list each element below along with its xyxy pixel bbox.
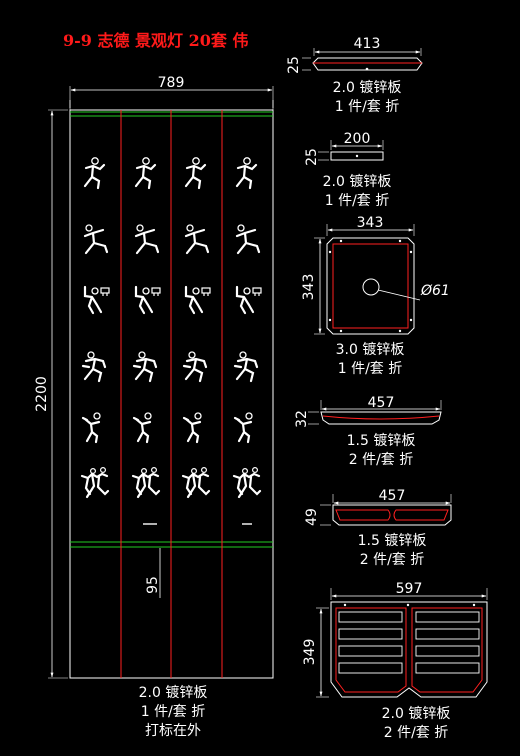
- kick-figure-icon: [235, 223, 261, 255]
- main-material: 2.0 镀锌板: [139, 684, 208, 701]
- strip-outline: [320, 411, 442, 425]
- main-panel: 789 2200 95 2.0 镀锌板 1 件/套 折 打标在外: [34, 75, 274, 739]
- part3-material: 3.0 镀锌板: [336, 341, 405, 358]
- wrestle-figure-icon: [81, 350, 107, 383]
- karate-figure-icon: [81, 411, 102, 444]
- kick-figure-icon: [184, 223, 210, 255]
- main-width-dim: 789: [158, 75, 185, 91]
- part2-width-dim: 200: [344, 131, 371, 147]
- strip-outline: [330, 151, 384, 161]
- small-dim: 95: [145, 576, 161, 594]
- part4-height-dim: 32: [294, 410, 310, 428]
- run-figure-icon: [184, 156, 207, 190]
- louver-slots-right: [415, 611, 480, 674]
- weightlift-figure-icon: [83, 285, 111, 315]
- part3-quantity: 1 件/套 折: [338, 361, 403, 377]
- louver-slots-left: [338, 611, 403, 674]
- wrestle-figure-icon: [233, 350, 259, 383]
- part4-quantity: 2 件/套 折: [349, 452, 414, 468]
- part3-height-dim: 343: [301, 274, 317, 301]
- karate-figure-icon: [233, 411, 254, 444]
- strip-outline: [332, 504, 452, 526]
- part2-height-dim: 25: [304, 148, 320, 166]
- weightlift-figure-icon: [235, 285, 263, 315]
- plate-outline: [326, 237, 415, 335]
- part2-material: 2.0 镀锌板: [323, 173, 392, 190]
- fight-figure-icon: [232, 466, 262, 499]
- weightlift-figure-icon: [184, 285, 212, 315]
- part1-height-dim: 25: [286, 56, 302, 74]
- louver-outline: [330, 601, 488, 698]
- part1-width-dim: 413: [354, 36, 381, 52]
- part-strip-457-b: 457 49 1.5 镀锌板 2 件/套 折: [304, 488, 452, 568]
- karate-figure-icon: [132, 411, 153, 444]
- figure-row-kick: [83, 223, 261, 255]
- wrestle-figure-icon: [182, 350, 208, 383]
- part6-width-dim: 597: [396, 581, 423, 597]
- drawing-title: 9-9 志德 景观灯 20套 伟: [63, 31, 248, 50]
- run-figure-icon: [83, 156, 106, 190]
- main-height-dim: 2200: [34, 376, 50, 412]
- wrestle-figure-icon: [132, 350, 158, 383]
- part6-height-dim: 349: [302, 639, 318, 666]
- hole-dim: Ø61: [420, 283, 450, 299]
- fight-figure-icon: [80, 466, 110, 499]
- plate-cut-line: [332, 243, 409, 329]
- run-figure-icon: [235, 156, 258, 190]
- part-louver-597: 597 349 2.0 镀锌板 2 件/套 折: [302, 581, 488, 741]
- hole-leader-line: [377, 289, 421, 301]
- figure-row-lift: [83, 285, 263, 315]
- part-strip-457-a: 457 32 1.5 镀锌板 2 件/套 折: [294, 395, 442, 468]
- center-hole-icon: [362, 278, 380, 296]
- part2-quantity: 1 件/套 折: [325, 193, 390, 209]
- part-strip-200: 200 25 2.0 镀锌板 1 件/套 折: [304, 131, 391, 209]
- part5-height-dim: 49: [304, 508, 320, 526]
- main-note: 打标在外: [145, 722, 201, 739]
- figure-row-wrestle: [81, 350, 259, 383]
- part4-width-dim: 457: [368, 395, 395, 411]
- kick-figure-icon: [83, 223, 109, 255]
- part3-width-dim: 343: [357, 215, 384, 231]
- part4-material: 1.5 镀锌板: [347, 432, 416, 449]
- part5-quantity: 2 件/套 折: [360, 552, 425, 568]
- part5-width-dim: 457: [379, 488, 406, 504]
- part1-quantity: 1 件/套 折: [335, 99, 400, 115]
- part5-material: 1.5 镀锌板: [358, 532, 427, 549]
- run-figure-icon: [134, 156, 157, 190]
- kick-figure-icon: [134, 223, 160, 255]
- part-plate-343: Ø61 343 343 3.0 镀锌板 1 件/套 折: [301, 215, 450, 377]
- fight-figure-icon: [181, 466, 211, 499]
- part1-material: 2.0 镀锌板: [333, 79, 402, 96]
- part6-material: 2.0 镀锌板: [382, 705, 451, 722]
- fight-figure-icon: [131, 466, 161, 499]
- figure-row-karate: [81, 411, 254, 444]
- main-quantity: 1 件/套 折: [141, 704, 206, 720]
- weightlift-figure-icon: [134, 285, 162, 315]
- karate-figure-icon: [182, 411, 203, 444]
- part-strip-413: 413 25 2.0 镀锌板 1 件/套 折: [286, 36, 423, 115]
- part6-quantity: 2 件/套 折: [384, 725, 449, 741]
